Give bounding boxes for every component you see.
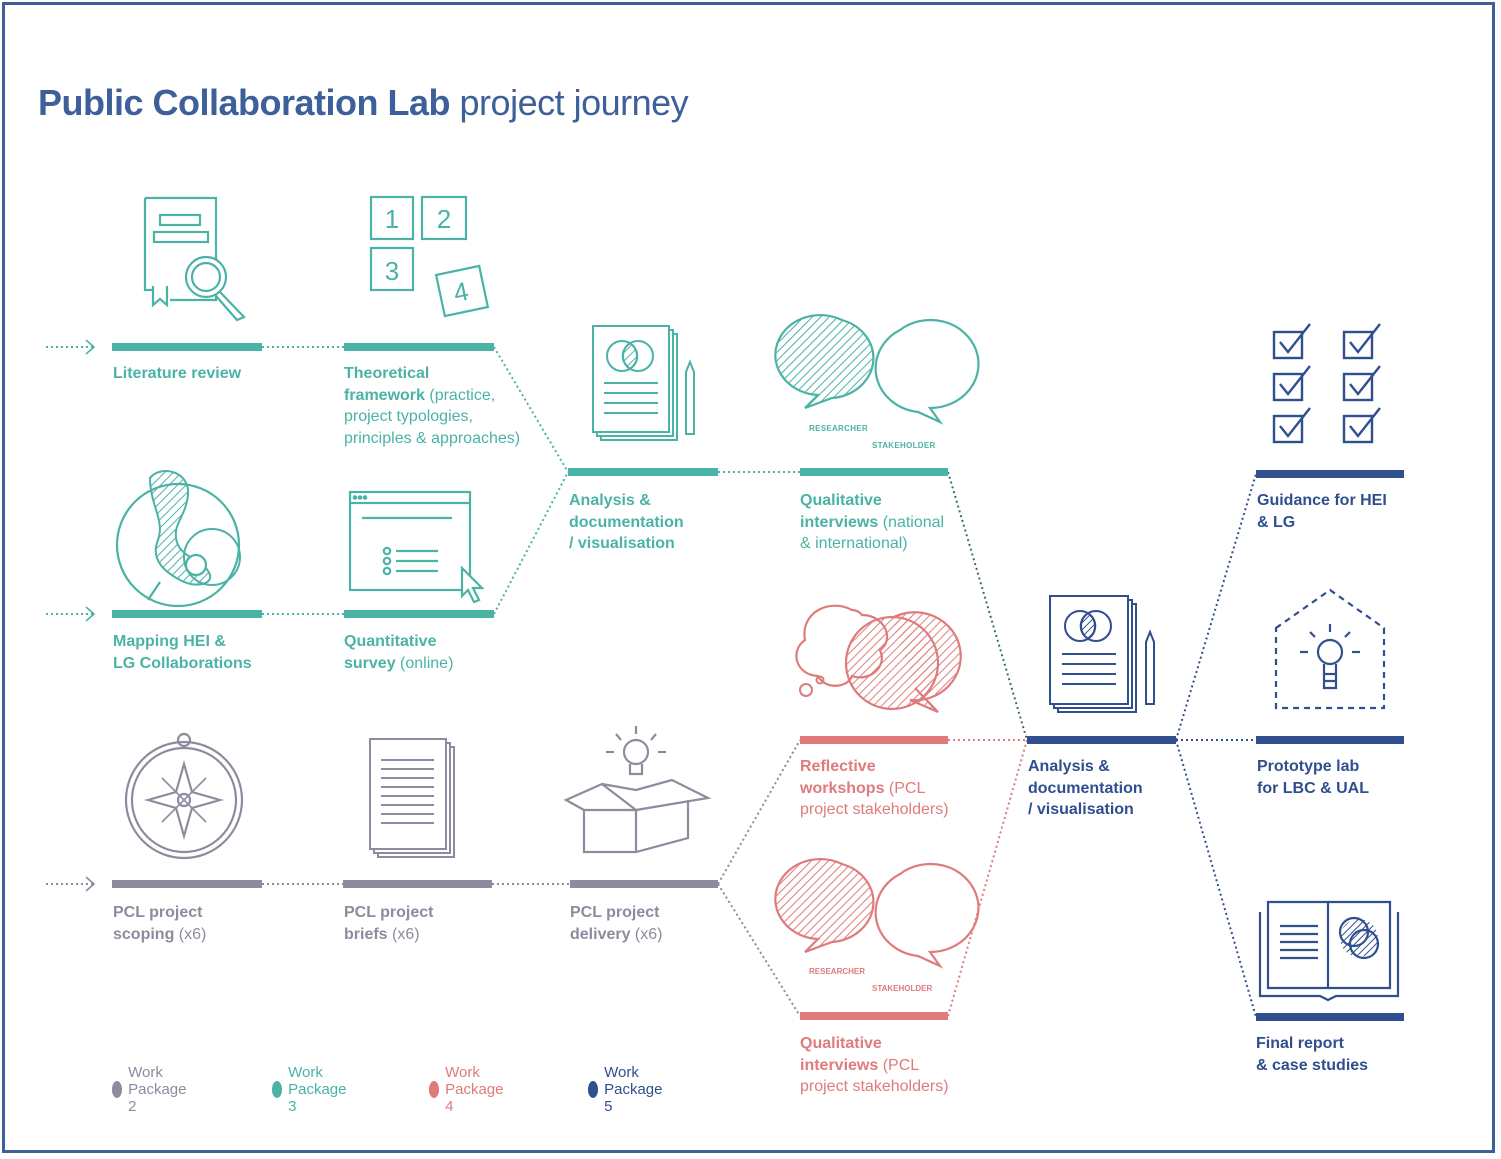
- label-analysis-wp5: Analysis & documentation / visualisation: [1028, 756, 1143, 821]
- bar-final-report: [1256, 1013, 1404, 1021]
- researcher-label: RESEARCHER: [809, 424, 868, 433]
- thought-bubbles-icon: [795, 604, 962, 714]
- bar-pcl-scoping: [112, 880, 262, 888]
- pcl-delivery-sub: (x6): [630, 925, 663, 943]
- legend-label-wp2: Work Package 2: [128, 1063, 187, 1115]
- legend-label-wp5: Work Package 5: [604, 1063, 663, 1115]
- pcl-briefs-head: PCL project briefs: [344, 904, 434, 943]
- pcl-briefs-sub: (x6): [387, 925, 420, 943]
- book-venn-hatch: [1340, 919, 1378, 957]
- box-number-3: 3: [385, 256, 399, 286]
- label-pcl-delivery: PCL project delivery (x6): [570, 902, 662, 945]
- bar-analysis-wp5: [1027, 736, 1176, 744]
- bar-reflective-workshops: [800, 736, 948, 744]
- label-mapping: Mapping HEI & LG Collaborations: [113, 631, 252, 674]
- label-prototype-lab: Prototype lab for LBC & UAL: [1257, 756, 1369, 799]
- pcl-delivery-head: PCL project delivery: [570, 904, 660, 943]
- node-bars: [112, 343, 1404, 1021]
- page-title: Public Collaboration Lab project journey: [38, 82, 689, 124]
- bar-literature-review: [112, 343, 262, 351]
- legend-item-wp2: Work Package 2: [112, 1064, 193, 1115]
- mapping-head: Mapping HEI & LG Collaborations: [113, 633, 252, 672]
- analysis-wp3-head: Analysis & documentation / visualisation: [569, 492, 684, 552]
- final-report-head: Final report & case studies: [1256, 1035, 1369, 1074]
- quant-survey-sub: (online): [395, 654, 454, 672]
- numbered-boxes-icon: [369, 195, 490, 318]
- stakeholder-label: STAKEHOLDER: [872, 441, 936, 450]
- label-quant-survey: Quantitative survey (online): [344, 631, 453, 674]
- legend-dot-wp2: [112, 1080, 123, 1098]
- legend-dot-wp5: [588, 1080, 599, 1098]
- connectors: [46, 339, 1257, 1018]
- bar-analysis-wp3: [568, 468, 718, 476]
- label-final-report: Final report & case studies: [1256, 1033, 1368, 1076]
- survey-browser-icon: [348, 490, 485, 604]
- compass-icon: [124, 732, 244, 860]
- guidance-head: Guidance for HEI & LG: [1257, 492, 1387, 531]
- bar-pcl-delivery: [570, 880, 718, 888]
- bar-qual-interviews-pcl: [800, 1012, 948, 1020]
- box-lightbulb-icon: [563, 726, 712, 854]
- legend-label-wp4: Work Package 4: [445, 1063, 504, 1115]
- analysis-documents-navy-icon: [1049, 595, 1155, 713]
- researcher-label-pink: RESEARCHER: [809, 967, 865, 976]
- label-reflective-workshops: Reflective workshops (PCL project stakeh…: [800, 756, 949, 821]
- label-analysis-wp3: Analysis & documentation / visualisation: [569, 490, 684, 555]
- legend-label-wp3: Work Package 3: [288, 1063, 347, 1115]
- bar-quant-survey: [344, 610, 494, 618]
- reflective-workshops-head: Reflective workshops: [800, 758, 885, 797]
- literature-review-icon: [143, 196, 246, 322]
- analysis-documents-icon: [592, 325, 695, 441]
- label-qual-interviews-national: Qualitative interviews (national & inter…: [800, 490, 944, 555]
- label-qual-interviews-pcl: Qualitative interviews (PCL project stak…: [800, 1033, 949, 1098]
- legend-item-wp4: Work Package 4: [429, 1064, 510, 1115]
- bar-guidance: [1256, 470, 1404, 478]
- title-bold: Public Collaboration Lab: [38, 82, 451, 123]
- stakeholder-label-pink: STAKEHOLDER: [872, 984, 933, 993]
- theoretical-framework-head: Theoretical framework: [344, 365, 430, 404]
- open-book-icon: [1258, 900, 1400, 1002]
- mapping-globe-icon: [115, 470, 241, 608]
- label-guidance: Guidance for HEI & LG: [1257, 490, 1387, 533]
- quant-survey-head: Quantitative survey: [344, 633, 437, 672]
- label-literature-review: Literature review: [113, 363, 241, 385]
- legend-dot-wp3: [272, 1080, 283, 1098]
- qual-national-head: Qualitative interviews: [800, 492, 882, 531]
- qual-pcl-head: Qualitative interviews: [800, 1035, 882, 1074]
- bar-prototype-lab: [1256, 736, 1404, 744]
- title-rest: project journey: [450, 82, 689, 123]
- prototype-lab-head: Prototype lab for LBC & UAL: [1257, 758, 1369, 797]
- label-pcl-scoping: PCL project scoping (x6): [113, 902, 206, 945]
- legend-item-wp5: Work Package 5: [588, 1064, 669, 1115]
- bar-qual-interviews-national: [800, 468, 948, 476]
- bar-mapping: [112, 610, 262, 618]
- qual-national-sub: (national & international): [800, 513, 945, 553]
- legend-dot-wp4: [429, 1080, 440, 1098]
- pcl-scoping-head: PCL project scoping: [113, 904, 203, 943]
- speech-bubbles-pink-icon: RESEARCHER STAKEHOLDER: [774, 857, 980, 993]
- speech-bubbles-icon: RESEARCHER STAKEHOLDER: [774, 313, 980, 450]
- theoretical-framework-sub: (practice, project typologies, principle…: [344, 386, 521, 447]
- qual-pcl-sub: (PCL project stakeholders): [800, 1056, 949, 1096]
- reflective-workshops-sub: (PCL project stakeholders): [800, 779, 949, 819]
- bar-pcl-briefs: [343, 880, 492, 888]
- box-number-2: 2: [437, 204, 451, 234]
- prototype-house-icon: [1274, 588, 1386, 710]
- literature-review-head: Literature review: [113, 365, 242, 382]
- analysis-wp5-head: Analysis & documentation / visualisation: [1028, 758, 1143, 818]
- legend-item-wp3: Work Package 3: [272, 1064, 353, 1115]
- label-theoretical-framework: Theoretical framework (practice, project…: [344, 363, 520, 449]
- bar-theoretical-framework: [344, 343, 494, 351]
- checklist-icon: [1272, 323, 1381, 444]
- box-number-1: 1: [385, 204, 399, 234]
- pcl-scoping-sub: (x6): [174, 925, 207, 943]
- box-number-4: 4: [451, 276, 471, 308]
- label-pcl-briefs: PCL project briefs (x6): [344, 902, 434, 945]
- briefs-documents-icon: [369, 738, 455, 858]
